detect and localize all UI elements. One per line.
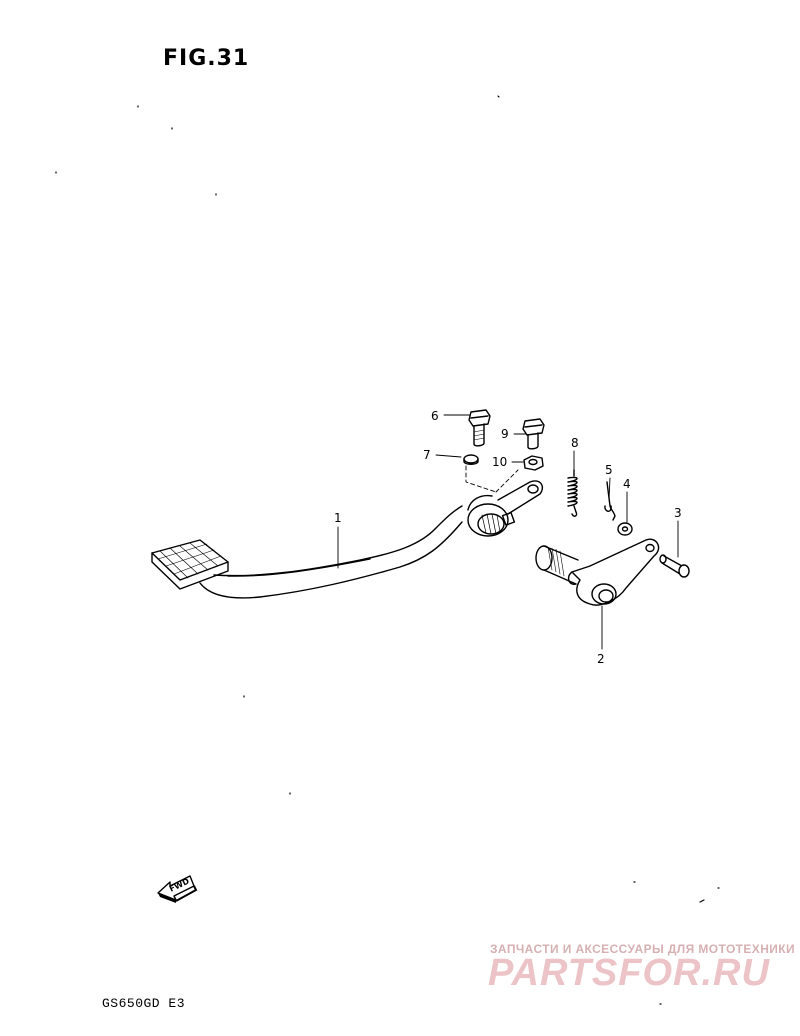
callout-6: 6 (431, 409, 439, 423)
cotter-pin-part-5 (604, 481, 616, 521)
callout-5: 5 (605, 463, 613, 477)
scan-specks (55, 95, 720, 1005)
bolt-part-9 (522, 418, 545, 450)
washer-part-4 (617, 522, 633, 536)
spring-part-8 (567, 469, 578, 517)
callout-7: 7 (423, 448, 431, 462)
lever-shaft-part-2 (535, 538, 660, 606)
watermark-tagline: ЗАПЧАСТИ И АКСЕССУАРЫ ДЛЯ МОТОТЕХНИКИ (490, 942, 796, 956)
callout-8: 8 (571, 436, 579, 450)
washer-part-7 (463, 454, 479, 465)
forward-arrow-icon: FWD (157, 875, 198, 903)
figure-title: FIG.31 (163, 46, 250, 71)
callout-4: 4 (623, 477, 631, 491)
watermark-logo: PARTSFOR.RU (488, 952, 770, 994)
callout-2: 2 (597, 652, 605, 666)
assembly-line-bolt (465, 465, 497, 493)
bolt-part-6 (468, 409, 491, 447)
callout-3: 3 (674, 506, 682, 520)
callout-1: 1 (334, 511, 342, 525)
brake-pedal-arm (151, 480, 544, 599)
nut-part-10 (523, 455, 544, 471)
callout-9: 9 (501, 427, 509, 441)
model-code: GS650GD E3 (102, 996, 186, 1011)
pin-part-3 (659, 554, 690, 578)
assembly-line-nut (495, 469, 519, 493)
callout-10: 10 (492, 455, 507, 469)
leader-lines (337, 414, 679, 650)
